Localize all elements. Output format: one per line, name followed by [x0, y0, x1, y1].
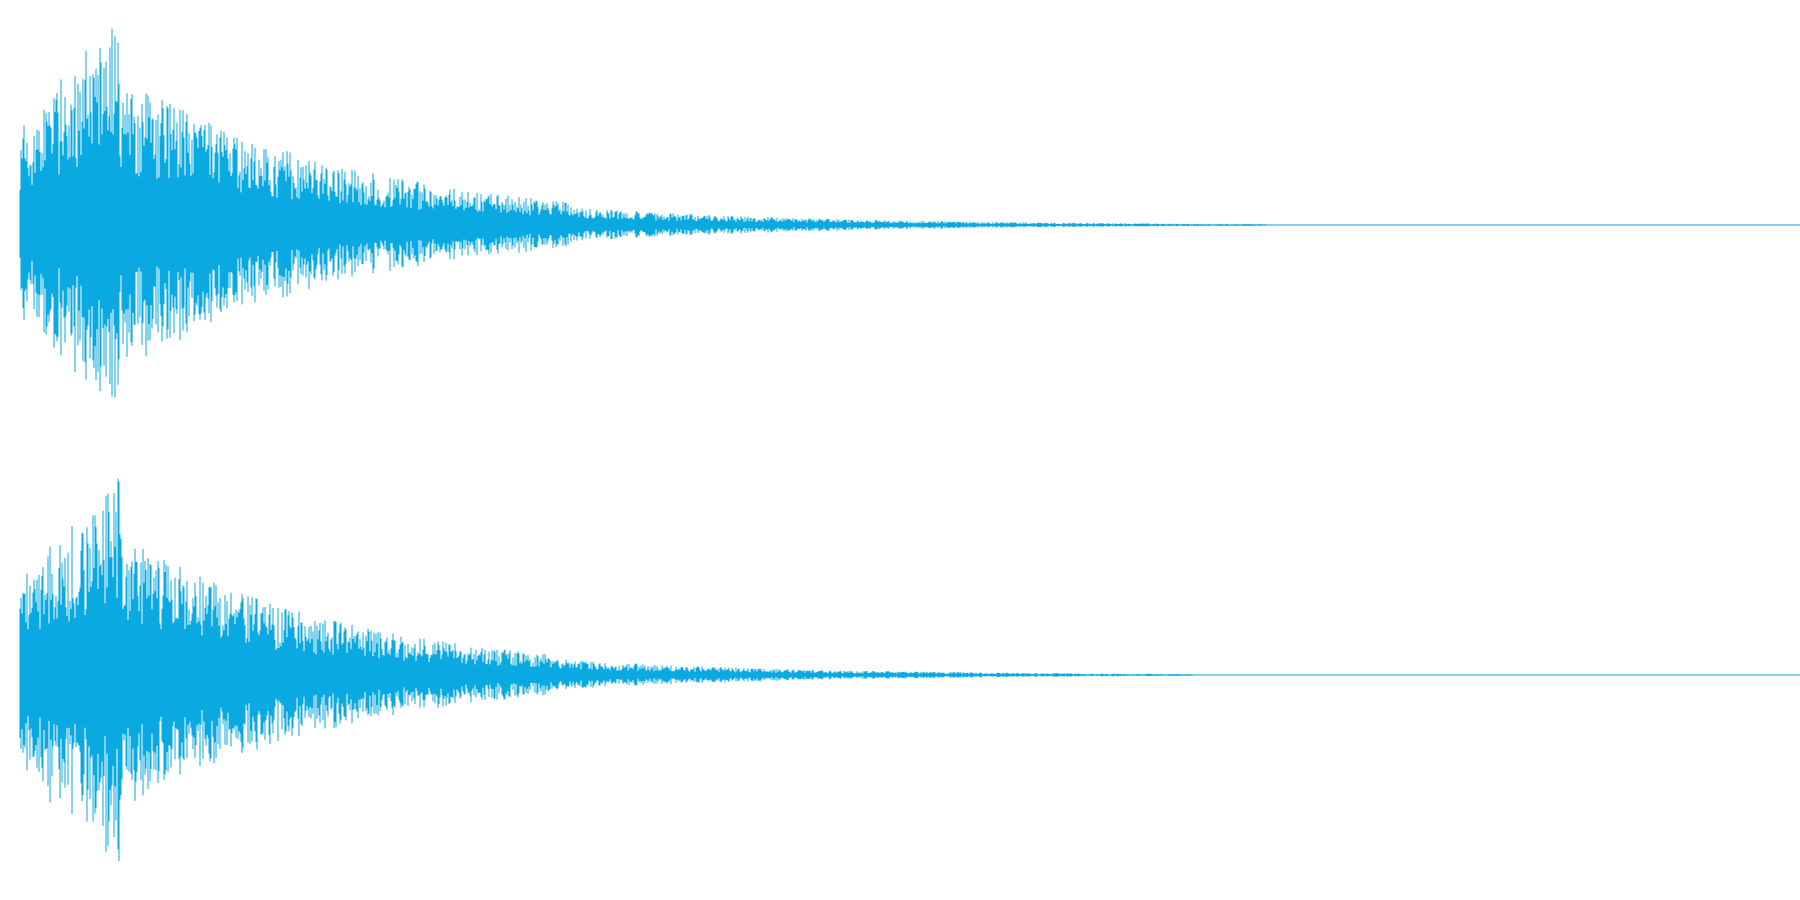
- waveform-channel-right[interactable]: [0, 450, 1800, 900]
- waveform-left-path: [19, 28, 1267, 398]
- waveform-channel-left[interactable]: [0, 0, 1800, 450]
- waveform-right-path: [19, 478, 1195, 861]
- waveform-left-svg: [19, 28, 1800, 398]
- waveform-right-svg: [19, 478, 1800, 861]
